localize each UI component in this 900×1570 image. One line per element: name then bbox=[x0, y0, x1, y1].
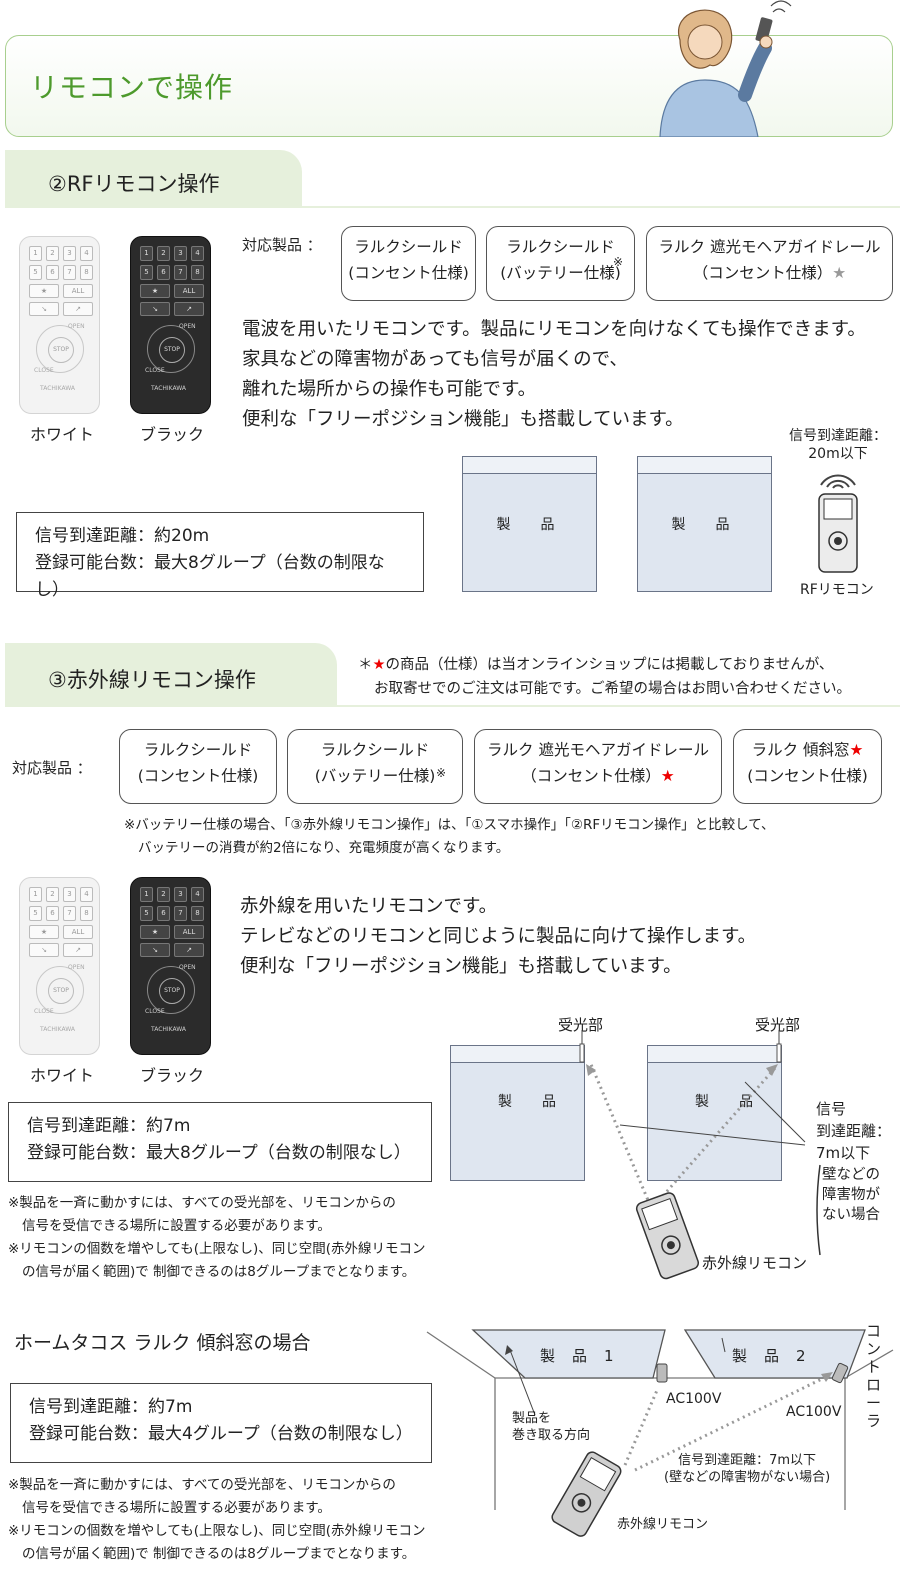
note-mark: ※ bbox=[436, 766, 447, 780]
rf-remote-icon bbox=[818, 493, 858, 573]
ir-range-label: 信号到達距離：7m以下 bbox=[816, 1100, 892, 1162]
product-2-label: 製 品 2 bbox=[732, 1347, 807, 1365]
product-1-label: 製 品 1 bbox=[540, 1347, 615, 1365]
receiver-label: 受光部 bbox=[558, 1016, 604, 1034]
slant-window-title: ホームタコス ラルク 傾斜窓の場合 bbox=[14, 1332, 311, 1354]
page-title: リモコンで操作 bbox=[30, 71, 234, 104]
ir-section-title: ③赤外線リモコン操作 bbox=[48, 668, 256, 692]
ac-label: AC100V bbox=[666, 1391, 722, 1407]
white-caption: ホワイト bbox=[30, 1066, 95, 1085]
rf-range-label: 信号到達距離：20m以下 bbox=[789, 428, 887, 462]
controller-label: コントローラ bbox=[866, 1322, 882, 1430]
note-mark: ※ bbox=[613, 255, 624, 269]
slant-window-diagram bbox=[426, 1329, 894, 1537]
red-star-mark: ★ bbox=[849, 741, 864, 759]
product-box: ラルク 傾斜窓★ (コンセント仕様) bbox=[733, 729, 882, 804]
divider bbox=[5, 206, 900, 208]
product-box: ラルクシールド(バッテリー仕様) ※ bbox=[287, 729, 463, 804]
ir-signal-diagram bbox=[579, 1030, 821, 1280]
product-box: ラルクシールド(バッテリー仕様) ※ bbox=[486, 226, 635, 301]
product-illustration: 製 品 bbox=[637, 456, 772, 592]
white-caption: ホワイト bbox=[30, 425, 95, 444]
product-box: ラルクシールド(コンセント仕様) bbox=[119, 729, 277, 804]
rf-section-title: ②RFリモコン操作 bbox=[48, 172, 220, 196]
obstacle-note: 壁などの障害物がない場合 bbox=[822, 1167, 880, 1223]
divider bbox=[5, 705, 900, 707]
product-illustration: 製 品 bbox=[462, 456, 597, 592]
battery-note: ※バッテリー仕様の場合、「③赤外線リモコン操作」は、「①スマホ操作」「②RFリモ… bbox=[124, 817, 775, 856]
black-caption: ブラック bbox=[140, 425, 205, 444]
product-box: ラルクシールド(コンセント仕様) bbox=[341, 226, 476, 301]
star-mark: ★ bbox=[832, 264, 847, 282]
rf-section-tab bbox=[5, 150, 302, 208]
receiver-label: 受光部 bbox=[755, 1016, 801, 1034]
woman-with-phone-illustration bbox=[659, 0, 792, 137]
slant-notes: ※製品を一斉に動かすには、すべての受光部を、リモコンからの 信号を受信できる場所… bbox=[8, 1477, 426, 1562]
rf-remote-caption: RFリモコン bbox=[800, 582, 874, 598]
product-illustration: 製 品 bbox=[450, 1045, 585, 1181]
ir-section-tab bbox=[5, 643, 337, 707]
ir-remote-caption: 赤外線リモコン bbox=[702, 1254, 808, 1272]
black-caption: ブラック bbox=[140, 1066, 205, 1085]
ir-notes: ※製品を一斉に動かすには、すべての受光部を、リモコンからの 信号を受信できる場所… bbox=[8, 1195, 426, 1280]
compatible-label: 対応製品 ： bbox=[242, 236, 322, 254]
slant-range-label: 信号到達距離：7m以下(壁などの障害物がない場合) bbox=[664, 1453, 831, 1485]
product-box: ラルク 遮光モヘアガイドレール （コンセント仕様）★ bbox=[646, 226, 893, 301]
wind-direction-label: 製品を巻き取る方向 bbox=[512, 1411, 591, 1443]
red-star-mark: ★ bbox=[660, 767, 675, 785]
wireless-signal-icon bbox=[820, 474, 856, 489]
ac-label: AC100V bbox=[786, 1404, 842, 1420]
slant-remote-caption: 赤外線リモコン bbox=[617, 1517, 709, 1532]
availability-note: ＊★の商品（仕様）は当オンラインショップには掲載しておりませんが、 お取寄せでの… bbox=[358, 657, 852, 697]
product-illustration: 製 品 bbox=[647, 1045, 782, 1181]
product-box: ラルク 遮光モヘアガイドレール （コンセント仕様）★ bbox=[474, 729, 722, 804]
rf-description: 電波を用いたリモコンです。製品にリモコンを向けなくても操作できます。 家具などの… bbox=[242, 319, 866, 430]
compatible-label: 対応製品 ： bbox=[12, 759, 92, 777]
ir-description: 赤外線を用いたリモコンです。 テレビなどのリモコンと同じように製品に向けて操作し… bbox=[240, 896, 757, 977]
